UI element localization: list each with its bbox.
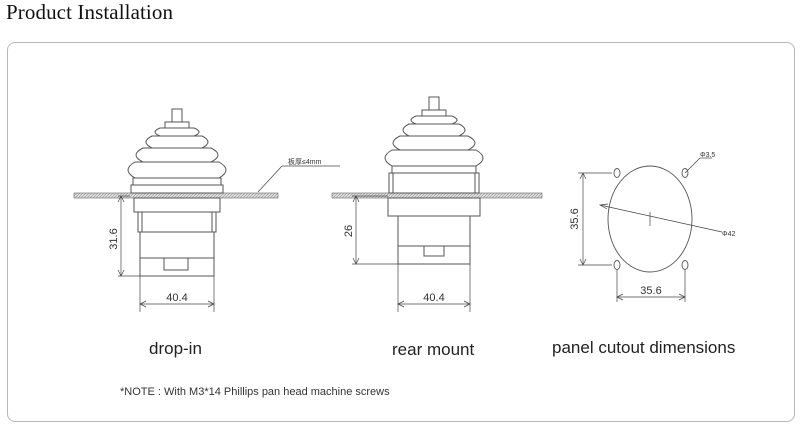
panel-thickness-label: 板厚≤4mm: [288, 157, 322, 166]
page-title: Product Installation: [6, 0, 174, 24]
drop-in-width-label: 40.4: [166, 292, 187, 304]
panel-cutout-caption: panel cutout dimensions: [552, 338, 736, 357]
rear-mount-height-label: 26: [343, 225, 355, 237]
installation-note: *NOTE : With M3*14 Phillips pan head mac…: [120, 386, 390, 398]
cutout-height-label: 35.6: [569, 208, 581, 229]
drop-in-panel: [73, 192, 279, 199]
rear-mount-caption: rear mount: [392, 340, 475, 359]
rear-mount-width-label: 40.4: [423, 292, 444, 304]
drop-in-caption: drop-in: [149, 339, 202, 358]
mount-hole-bottom-left: [613, 260, 621, 270]
rear-mount-dimension-lines: [352, 195, 471, 312]
cutout-diameter-label: Φ42: [722, 231, 735, 238]
cutout-width-label: 35.6: [640, 285, 661, 297]
drop-in-height-label: 31.6: [108, 228, 120, 249]
mount-hole-top-left: [613, 168, 621, 178]
panel-cutout-dimension-lines: [578, 157, 723, 302]
rear-mount-panel: [331, 192, 543, 199]
rear-mount-joystick: [331, 96, 543, 265]
hole-diameter-label: Φ3.5: [700, 152, 715, 159]
drop-in-joystick: [73, 108, 279, 277]
drop-in-dimension-lines: [117, 165, 340, 312]
mount-hole-bottom-right: [681, 260, 689, 270]
